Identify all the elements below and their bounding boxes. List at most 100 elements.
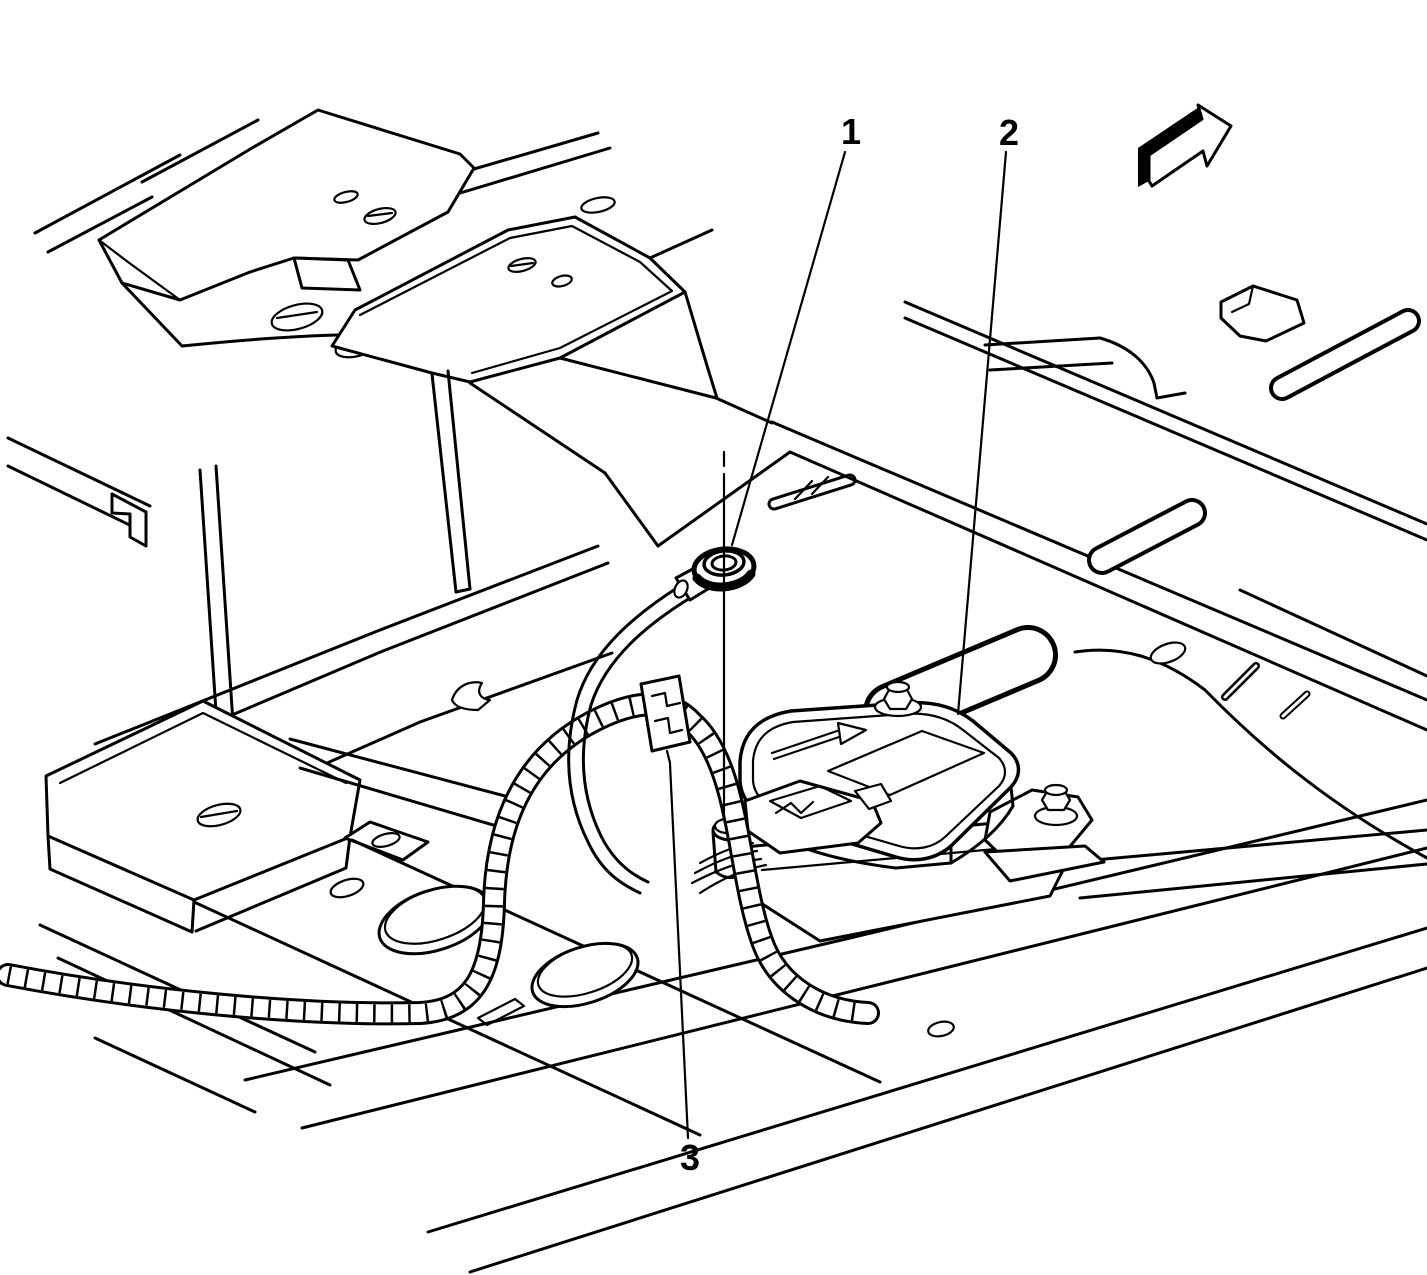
floor-slot xyxy=(1087,498,1207,575)
floor-fold-line xyxy=(714,396,774,425)
riser-hole-oval xyxy=(363,206,397,226)
floor-crossmember-left xyxy=(44,699,430,934)
module-side-edge xyxy=(949,804,1015,865)
module-wiring-connector xyxy=(690,779,893,895)
crossmember-skirt xyxy=(46,834,196,934)
rail-end-line xyxy=(1155,391,1187,400)
riser-plateau xyxy=(330,215,687,384)
connector-inner-frame xyxy=(768,784,853,820)
floor-rail-line xyxy=(903,300,1427,526)
ground-wire xyxy=(567,584,692,895)
floor-rail-line xyxy=(903,316,1427,542)
floor-beams xyxy=(288,737,1427,900)
floor-rib-line xyxy=(93,1036,257,1114)
riser-bevel-line xyxy=(97,238,182,302)
riser-right-edge xyxy=(683,290,719,400)
riser-strut-line xyxy=(454,587,472,594)
riser-strut-line xyxy=(446,369,472,591)
riser-leg-edge xyxy=(558,356,718,400)
ground-ring-terminal xyxy=(673,546,757,602)
crimp-mouth xyxy=(673,579,689,599)
riser-hole-oval xyxy=(551,274,573,288)
rail-end-curve xyxy=(1098,336,1159,400)
floor-rib-line xyxy=(33,153,182,235)
crossmember-skirt xyxy=(194,835,352,933)
callouts: 1 2 3 xyxy=(668,111,1019,1178)
ground-wire-edge xyxy=(567,584,682,895)
riser-leg-strip xyxy=(214,464,236,740)
beam-line xyxy=(1078,862,1427,900)
floor-fold-line xyxy=(788,450,1427,732)
floor-edge-line xyxy=(6,464,146,534)
seat-riser-center xyxy=(330,215,1427,732)
arrow-top-face xyxy=(1147,103,1233,188)
callout-3-label: 3 xyxy=(680,1137,700,1178)
callout-3-leader xyxy=(668,762,690,1140)
floor-rail-line xyxy=(435,146,612,202)
callout-2-leader xyxy=(956,150,1008,716)
clip-notch xyxy=(653,716,684,735)
shelf-hole-oval xyxy=(270,302,324,332)
riser-strut-line xyxy=(430,372,458,594)
callout-2-label: 2 xyxy=(999,112,1019,153)
direction-arrow-icon xyxy=(1138,103,1233,188)
ground-wire-edge xyxy=(581,596,692,884)
bottom-crossmember-line xyxy=(468,966,1427,1274)
seat-rail-channel-line xyxy=(93,544,600,746)
floor-rib-line xyxy=(140,118,260,184)
floor-slot xyxy=(1269,308,1421,401)
beam-line xyxy=(1070,828,1427,864)
floor-rib-line xyxy=(46,195,154,254)
bolt-pad-hole xyxy=(371,832,401,848)
riser-hole-oval xyxy=(333,190,359,204)
floor-slot-tick xyxy=(1221,662,1311,720)
riser-inner-rim xyxy=(358,224,674,375)
beam-line xyxy=(288,737,522,802)
hex-bolt-cap xyxy=(885,680,911,694)
floor-bracket-notched xyxy=(1219,284,1306,343)
crossmember-hump xyxy=(44,699,362,902)
callout-1-label: 1 xyxy=(841,111,861,152)
floor-bracket-tab xyxy=(110,492,148,548)
floor-slot-hatched xyxy=(767,473,857,511)
floor-hole-oval xyxy=(927,1020,955,1038)
plate-small-hole xyxy=(329,877,365,899)
crossmember-hole-inner xyxy=(199,809,239,819)
bracket-foot xyxy=(983,844,1106,883)
floor-rail-line xyxy=(1238,588,1427,678)
clip-notch xyxy=(650,691,682,708)
channel-hook-notch xyxy=(450,681,492,712)
beam-line xyxy=(298,766,512,832)
wiring-harness-tube xyxy=(0,692,880,1026)
shelf-hole-inner xyxy=(275,310,319,320)
riser-corner-line xyxy=(648,228,714,260)
harness-tube-body xyxy=(0,695,877,1023)
floor-fold-line xyxy=(603,471,660,548)
rail-end-line xyxy=(983,336,1102,347)
riser-front-edge xyxy=(120,281,184,348)
bracket-notch-line xyxy=(1230,284,1255,314)
module-arrow-marking xyxy=(770,721,868,761)
connector-lock-zigzag xyxy=(774,800,815,815)
riser-notch xyxy=(292,256,362,292)
riser-leg-strip xyxy=(198,468,220,744)
connector-lock-tab xyxy=(853,782,893,811)
floor-hole-oval xyxy=(1149,641,1187,665)
arrow-shadow-face xyxy=(1138,107,1202,187)
bottom-crossmember-line xyxy=(426,926,1427,1234)
riser-plateau xyxy=(97,108,476,302)
bottom-crossmember-line xyxy=(300,846,1427,1130)
connector-wire-strand xyxy=(690,857,763,885)
callout-1-leader xyxy=(730,150,847,547)
harness-retainer-clip xyxy=(639,674,692,765)
clip-stem xyxy=(665,749,672,765)
rail-end-line xyxy=(988,361,1114,372)
crossmember-inner-line xyxy=(58,711,348,785)
plate-large-hole xyxy=(530,941,640,1009)
riser-hole-inner xyxy=(509,261,535,268)
stud-standoff xyxy=(711,830,718,874)
seat-riser-left xyxy=(97,108,476,744)
hex-bolt-cap xyxy=(1043,783,1069,797)
